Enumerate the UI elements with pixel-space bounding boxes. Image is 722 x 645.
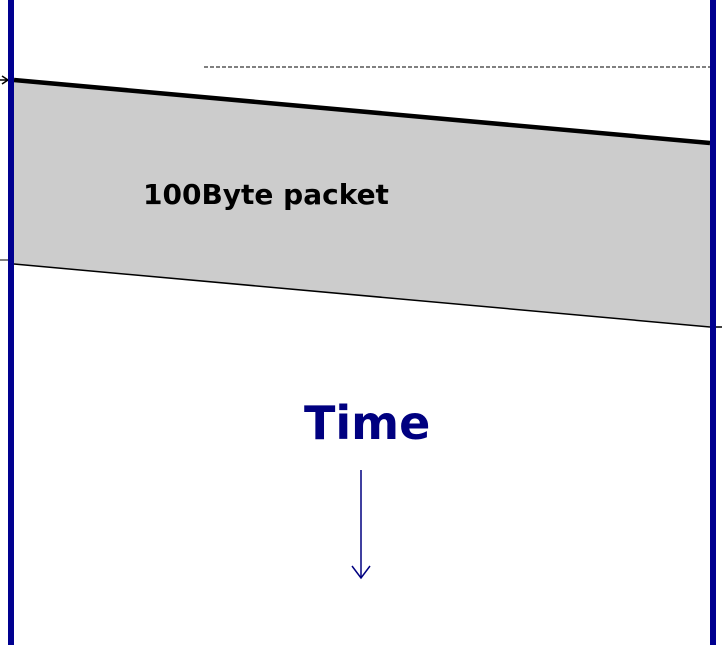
packet-label: 100Byte packet bbox=[143, 178, 389, 211]
packet-transmission-band bbox=[14, 80, 710, 327]
receiver-timeline bbox=[710, 0, 716, 645]
packet-trailing-edge bbox=[13, 263, 711, 328]
sender-timeline bbox=[8, 0, 14, 645]
time-arrow-icon bbox=[351, 470, 371, 580]
time-axis-label: Time bbox=[304, 396, 431, 450]
packet-leading-edge bbox=[13, 77, 711, 146]
incoming-arrow-icon bbox=[0, 75, 10, 85]
